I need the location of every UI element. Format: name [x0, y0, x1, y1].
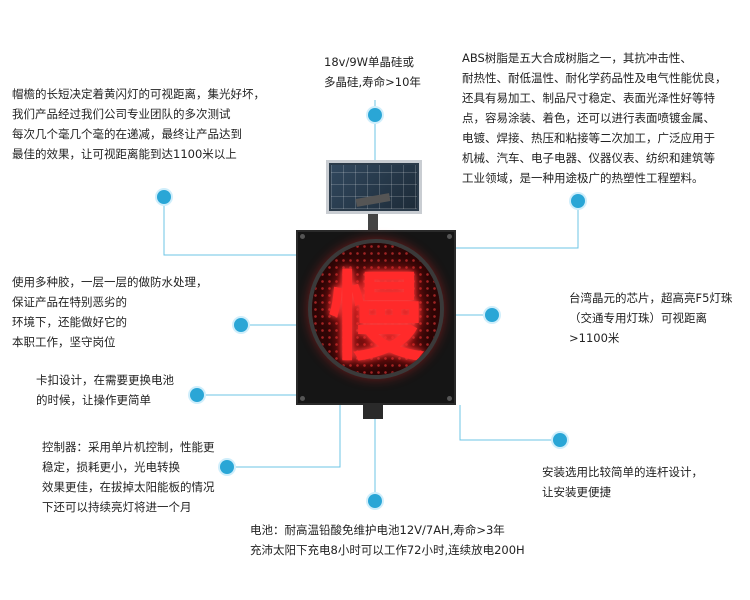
abs-resin-annotation: ABS树脂是五大合成树脂之一，其抗冲击性、 耐热性、耐低温性、耐化学药品性及电气… — [462, 51, 727, 185]
waterproof-marker-dot — [234, 318, 248, 332]
lens-character: 慢 — [328, 261, 424, 374]
led-lens: 慢 — [312, 243, 440, 375]
solar-panel — [326, 160, 422, 214]
installation-marker-dot — [553, 433, 567, 447]
abs-resin-marker-dot — [571, 194, 585, 208]
mount-post — [363, 405, 383, 419]
battery-marker-dot — [368, 494, 382, 508]
solar-panel-annotation: 18v/9W单晶硅或 多晶硅,寿命>10年 — [324, 55, 421, 89]
controller-annotation: 控制器：采用单片机控制，性能更 稳定，损耗更小，光电转换 效果更佳，在拔掉太阳能… — [42, 440, 215, 514]
installation-annotation: 安装选用比较简单的连杆设计， 让安装更便捷 — [542, 465, 703, 499]
visor-marker-dot — [157, 190, 171, 204]
chip-marker-dot — [485, 308, 499, 322]
waterproof-annotation: 使用多种胶，一层一层的做防水处理， 保证产品在特别恶劣的 环境下，还能做好它的 … — [12, 275, 208, 349]
chip-annotation: 台湾晶元的芯片，超高亮F5灯珠 （交通专用灯珠）可视距离 >1100米 — [569, 291, 733, 345]
controller-marker-dot — [220, 460, 234, 474]
battery-clip-marker-dot — [190, 388, 204, 402]
visor-annotation: 帽檐的长短决定着黄闪灯的可视距离，集光好坏， 我们产品经过我们公司专业团队的多次… — [12, 87, 265, 161]
led-dot-matrix — [312, 243, 440, 375]
panel-mast — [368, 214, 378, 230]
solar-panel-marker-dot — [368, 108, 382, 122]
battery-clip-annotation: 卡扣设计，在需要更换电池 的时候，让操作更简单 — [36, 373, 174, 407]
battery-annotation: 电池：耐高温铅酸免维护电池12V/7AH,寿命>3年 充沛太阳下充电8小时可以工… — [250, 523, 525, 557]
